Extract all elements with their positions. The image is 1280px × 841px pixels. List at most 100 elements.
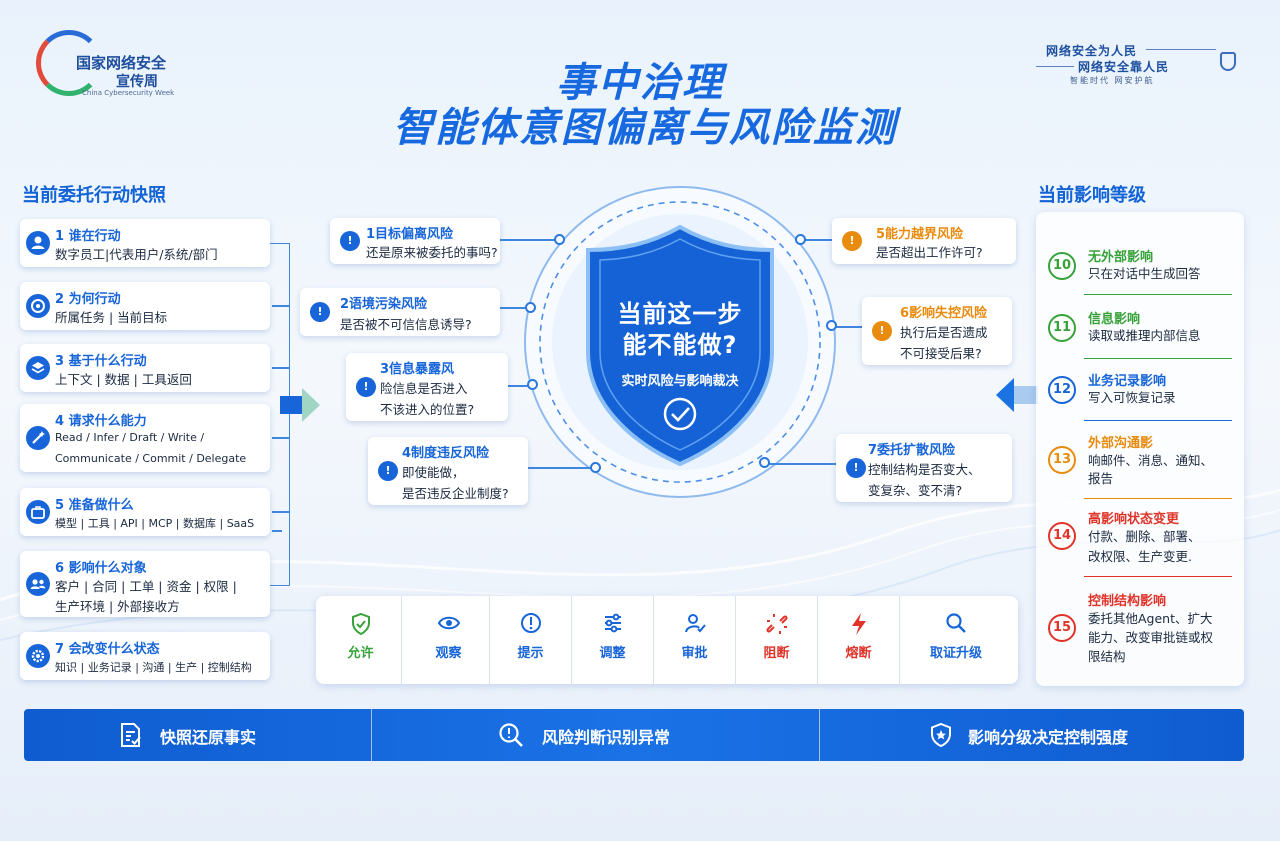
item-body: 数字员工|代表用户/系统/部门	[55, 247, 218, 262]
slogan-rule	[1146, 49, 1216, 50]
level-number: 11	[1048, 314, 1076, 342]
logo-ring-icon	[36, 30, 102, 96]
level-body: 写入可恢复记录	[1088, 390, 1176, 405]
risk-card: ! 1目标偏离风险 还是原来被委托的事吗?	[330, 218, 500, 264]
item-num: 1	[55, 229, 65, 244]
shield-star-icon	[931, 722, 951, 748]
risk-title: 5能力越界风险	[876, 227, 964, 242]
item-body: 上下文 | 数据 | 工具返回	[55, 372, 192, 387]
slogan-rule	[1036, 66, 1074, 67]
level-body: 读取或推理内部信息	[1088, 328, 1201, 343]
impact-panel: 10 无外部影响 只在对话中生成回答 11 信息影响 读取或推理内部信息 12 …	[1036, 212, 1244, 686]
connector-dot	[525, 302, 536, 313]
toolbox-icon	[26, 500, 50, 524]
risk-title: 4制度违反风险	[402, 446, 490, 461]
logo-line3: China Cybersecurity Week	[82, 89, 175, 97]
slogan-line3: 智能时代 网安护航	[1070, 76, 1155, 85]
warning-icon: !	[356, 377, 376, 397]
connector-line	[272, 305, 290, 307]
action-label: 提示	[517, 646, 544, 661]
bottom-label: 影响分级决定控制强度	[968, 728, 1129, 747]
action-label: 审批	[681, 646, 708, 661]
connector-line	[500, 239, 560, 241]
action-label: 调整	[599, 646, 626, 661]
snapshot-item: 6 影响什么对象 客户 | 合同 | 工单 | 资金 | 权限 | 生产环境 |…	[20, 551, 270, 617]
level-title: 业务记录影响	[1088, 374, 1167, 389]
action-hint: 提示	[490, 596, 572, 684]
level-body: 限结构	[1088, 649, 1126, 664]
bottom-label: 风险判断识别异常	[542, 728, 671, 747]
level-number: 13	[1048, 446, 1076, 474]
connector-line	[500, 307, 530, 309]
action-escalate: 取证升级	[900, 596, 1012, 684]
connector-line	[272, 530, 282, 532]
group-icon	[26, 572, 50, 596]
connector-dot	[554, 234, 565, 245]
document-icon	[121, 723, 141, 747]
bottom-label: 快照还原事实	[160, 728, 257, 747]
action-fuse: 熔断	[818, 596, 900, 684]
connector-line	[800, 239, 832, 241]
warning-icon: !	[310, 302, 330, 322]
snapshot-item: 4 请求什么能力 Read / Infer / Draft / Write / …	[20, 404, 270, 472]
level-body: 付款、删除、部署、	[1088, 529, 1201, 544]
person-icon	[26, 231, 50, 255]
item-body: 知识 | 业务记录 | 沟通 | 生产 | 控制结构	[55, 661, 252, 674]
bottom-bar: 快照还原事实 风险判断识别异常 影响分级决定控制强度	[24, 709, 1244, 761]
warning-icon: !	[846, 458, 866, 478]
risk-card: ! 6影响失控风险 执行后是否遗成 不可接受后果?	[862, 297, 1012, 365]
connector-line	[272, 511, 290, 513]
risk-title: 7委托扩散风险	[868, 443, 956, 458]
snapshot-item: 3 基于什么行动 上下文 | 数据 | 工具返回	[20, 344, 270, 392]
connector-dot	[590, 462, 601, 473]
connector-line	[528, 467, 598, 469]
item-title: 影响什么对象	[68, 561, 147, 576]
warning-icon: !	[340, 231, 360, 251]
risk-body: 执行后是否遗成	[900, 325, 988, 340]
action-block: 阻断	[736, 596, 818, 684]
risk-body: 险信息是否进入	[380, 381, 468, 396]
warning-icon: !	[378, 461, 398, 481]
risk-body: 不该进入的位置?	[380, 402, 475, 417]
page-title: 事中治理	[556, 60, 724, 106]
connector-dot	[759, 457, 770, 468]
action-label: 阻断	[763, 646, 790, 661]
target-icon	[26, 294, 50, 318]
item-title: 准备做什么	[68, 498, 134, 513]
item-num: 5	[55, 498, 65, 513]
connector-dot	[527, 379, 538, 390]
level-body: 能力、改变审批链或权	[1088, 630, 1214, 645]
risk-title: 1目标偏离风险	[366, 227, 454, 242]
shield-check-icon	[352, 612, 370, 636]
level-number: 14	[1048, 522, 1076, 550]
risk-title: 6影响失控风险	[900, 306, 988, 321]
search-icon	[499, 723, 523, 747]
level-body: 委托其他Agent、扩大	[1088, 611, 1213, 626]
level-body: 只在对话中生成回答	[1088, 266, 1201, 281]
lightning-icon	[852, 613, 866, 635]
logo-line1: 国家网络安全	[76, 54, 167, 72]
action-approve: 审批	[654, 596, 736, 684]
risk-body: 即使能做，	[402, 465, 465, 480]
slogan-line1: 网络安全为人民	[1046, 44, 1138, 58]
action-label: 取证升级	[929, 646, 982, 661]
risk-body: 是否违反企业制度?	[402, 486, 509, 501]
arrow-left-icon	[996, 378, 1038, 412]
risk-body: 控制结构是否变大、	[868, 462, 981, 477]
item-num: 7	[55, 642, 65, 657]
risk-card: ! 7委托扩散风险 控制结构是否变大、 变复杂、变不清?	[836, 434, 1012, 502]
snapshot-item: 5 准备做什么 模型 | 工具 | API | MCP | 数据库 | SaaS	[20, 488, 270, 536]
item-body: 模型 | 工具 | API | MCP | 数据库 | SaaS	[55, 517, 255, 530]
connector-bracket	[270, 243, 290, 586]
item-body: 客户 | 合同 | 工单 | 资金 | 权限 |	[55, 579, 237, 594]
info-icon	[521, 613, 541, 633]
item-body: 所属任务 | 当前目标	[55, 310, 168, 325]
snapshot-item: 2 为何行动 所属任务 | 当前目标	[20, 282, 270, 330]
arrow-right-icon	[280, 388, 320, 422]
item-body: 生产环境 | 外部接收方	[55, 599, 180, 614]
item-title: 为何行动	[68, 292, 121, 307]
connector-dot	[795, 234, 806, 245]
item-num: 2	[55, 292, 65, 307]
magnifier-icon	[946, 613, 966, 633]
page-subtitle: 智能体意图偏离与风险监测	[393, 105, 897, 151]
